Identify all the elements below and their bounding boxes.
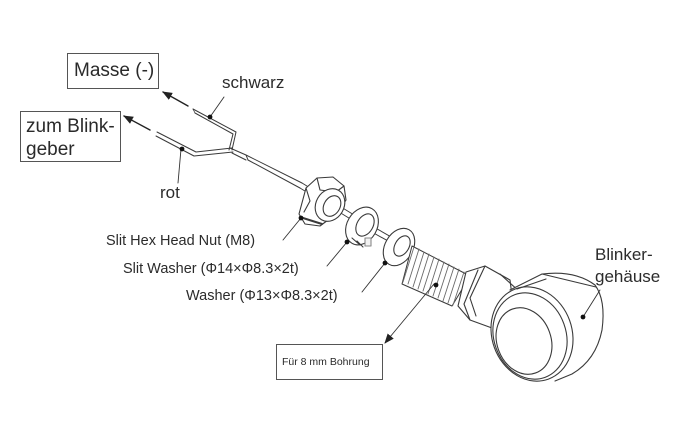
black-wire-label: schwarz	[222, 73, 285, 92]
ground-label-box: Masse (-)	[67, 53, 159, 89]
slit-hex-nut	[298, 176, 347, 227]
slit-washer	[345, 206, 379, 248]
relay-arrow	[123, 115, 151, 131]
indicator-relay-label-line1: zum Blink-	[26, 116, 115, 137]
drill-hole-label-box: Für 8 mm Bohrung	[276, 344, 383, 380]
ground-arrow	[162, 91, 189, 107]
black-wire	[192, 108, 237, 151]
slit-washer-label: Slit Washer (Φ14×Φ8.3×2t)	[123, 261, 299, 277]
indicator-relay-label-line2: geber	[26, 139, 75, 160]
washer	[382, 227, 416, 267]
red-wire-label: rot	[160, 183, 180, 202]
ground-label: Masse (-)	[74, 60, 155, 81]
indicator-relay-label-box: zum Blink- geber	[20, 111, 121, 162]
blinker-housing	[490, 272, 604, 382]
housing-label-line2: gehäuse	[595, 267, 661, 286]
leader-lines	[177, 96, 601, 344]
wire-direction-arrows	[123, 91, 189, 131]
leader-dots	[179, 114, 586, 320]
drill-hole-label: Für 8 mm Bohrung	[282, 356, 370, 368]
threaded-stud	[401, 245, 471, 307]
hex-nut-label: Slit Hex Head Nut (M8)	[106, 233, 256, 249]
housing-label-line1: Blinker-	[595, 245, 653, 264]
red-wire	[155, 131, 234, 157]
washer-label: Washer (Φ13×Φ8.3×2t)	[186, 288, 338, 304]
housing-label: Blinker- gehäuse	[595, 244, 660, 288]
